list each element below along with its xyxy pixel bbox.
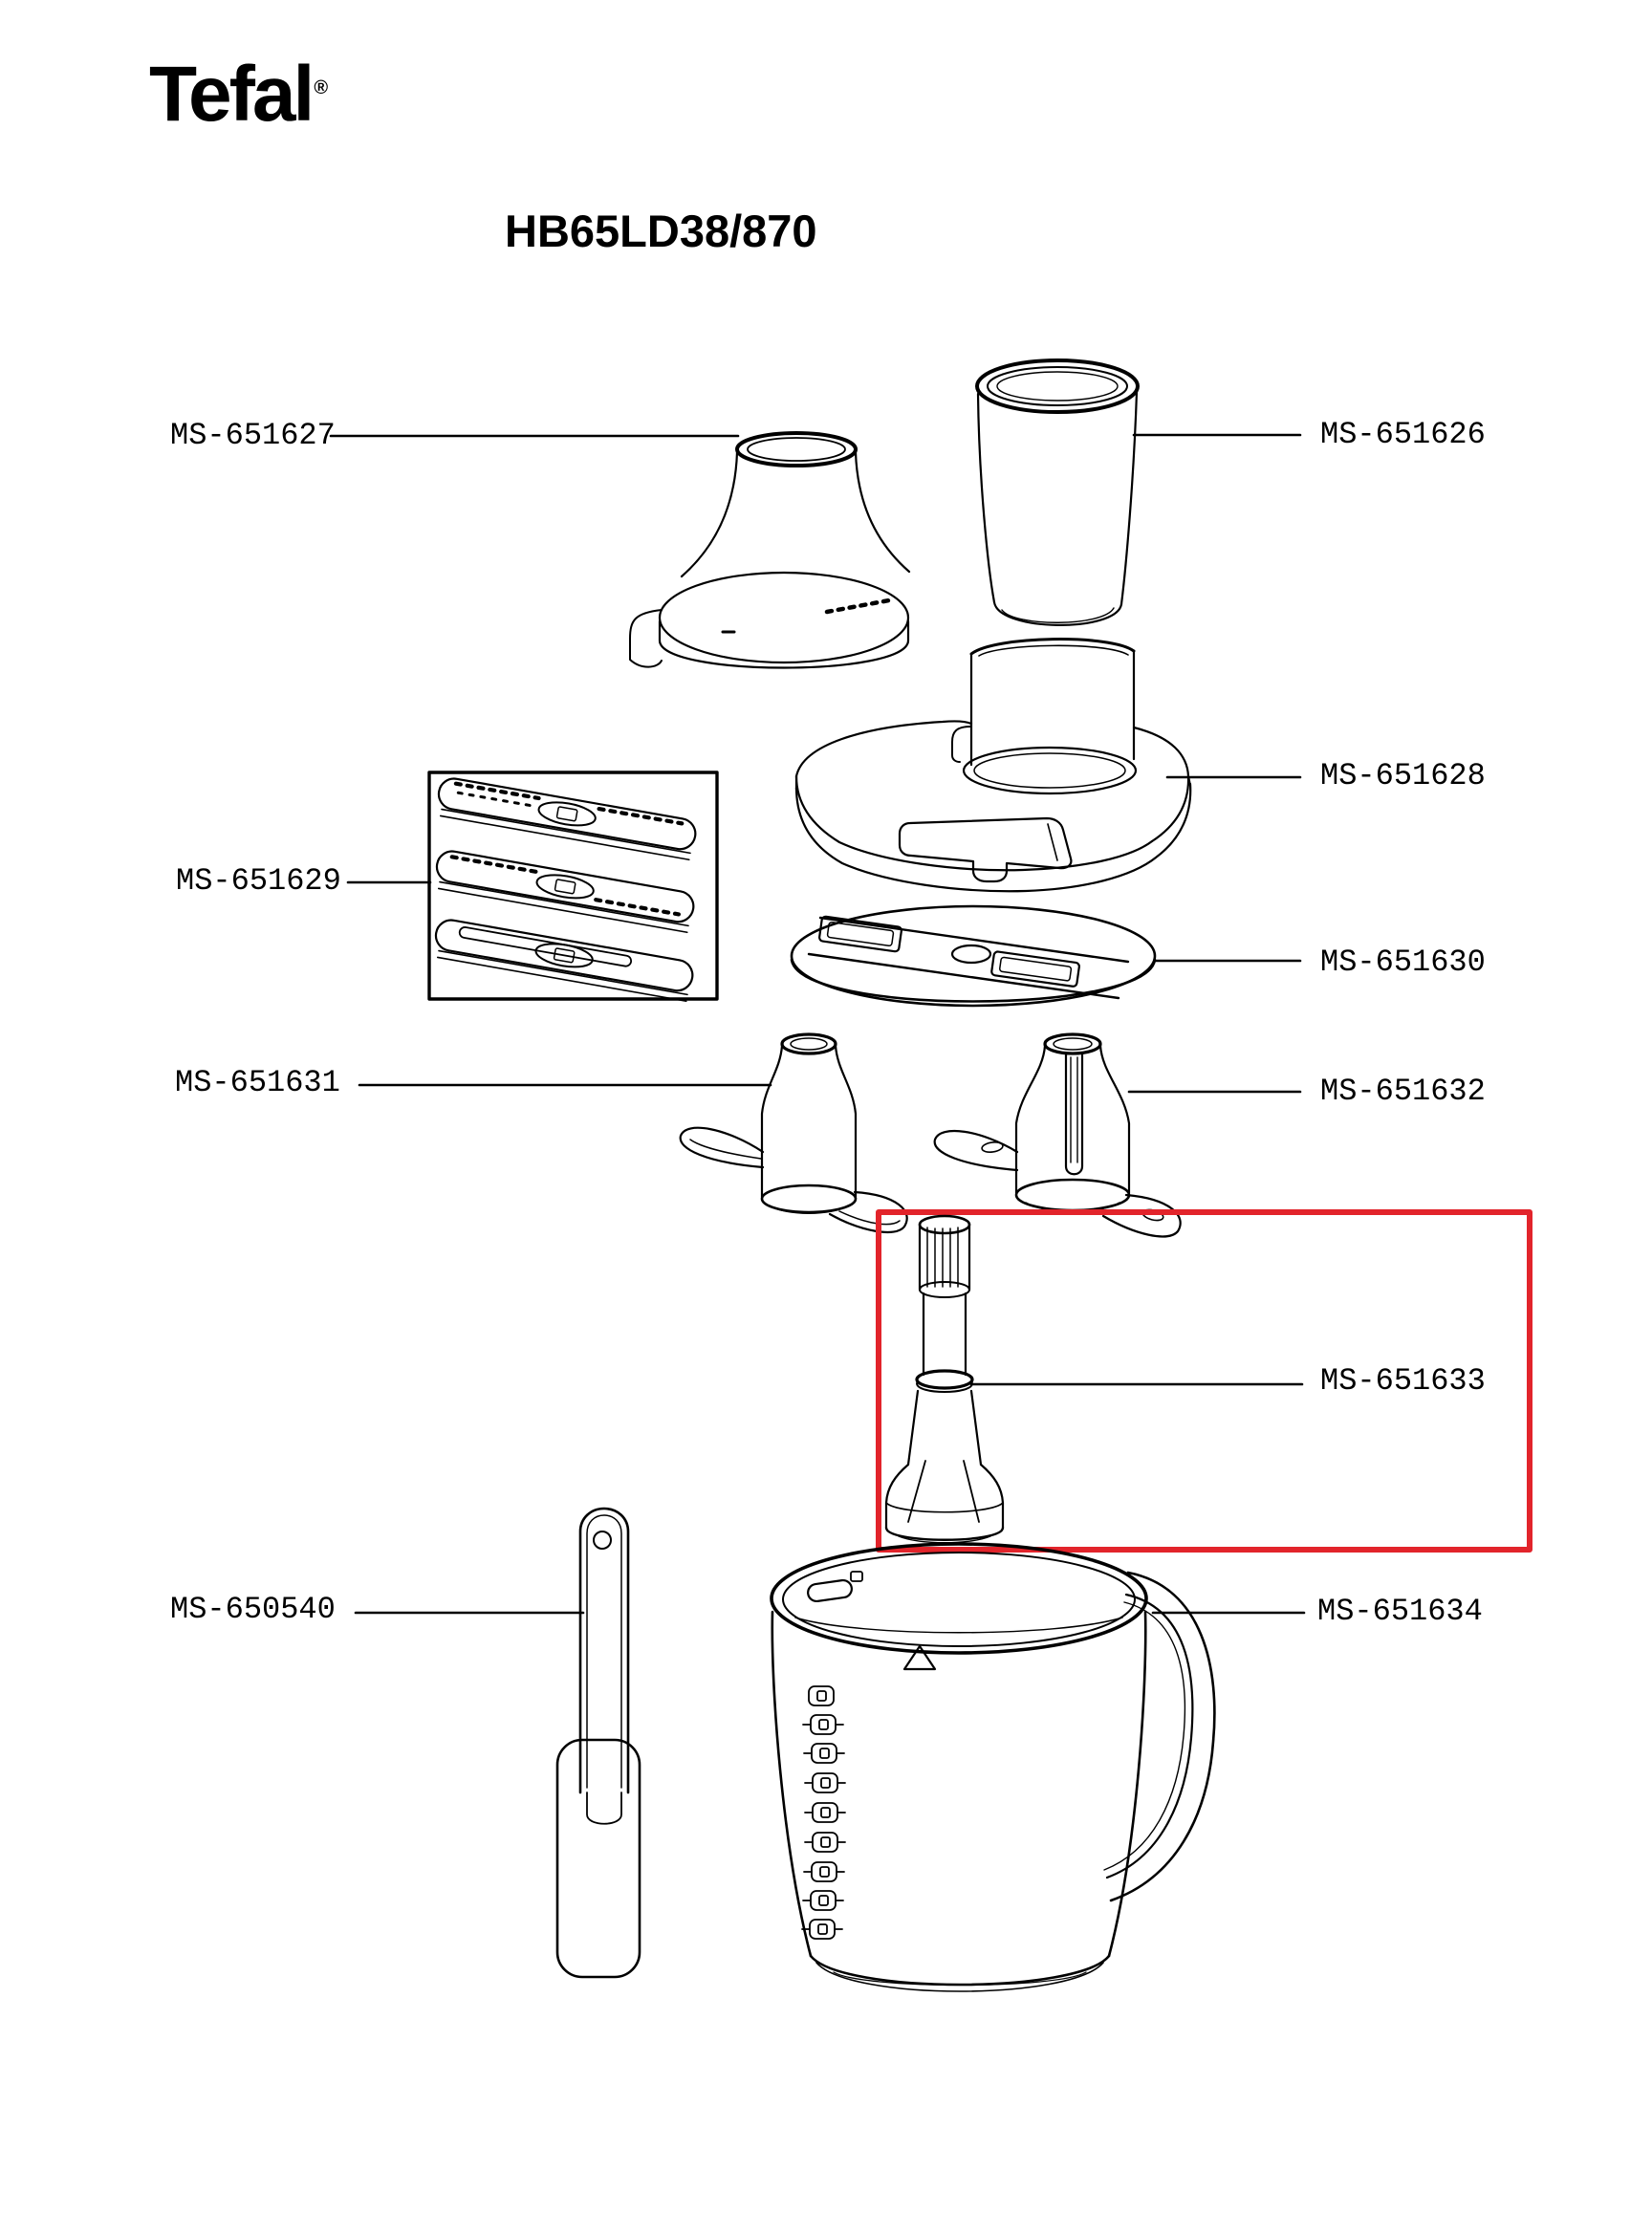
part-label-ms-651629: MS-651629 — [176, 863, 341, 899]
part-label-ms-651633: MS-651633 — [1320, 1363, 1486, 1399]
part-drawing-ms-651634 — [770, 1542, 1216, 1992]
highlight-box — [876, 1209, 1532, 1553]
part-drawing-ms-651630 — [790, 904, 1157, 1008]
tefal-logo: Tefal® — [149, 50, 328, 140]
part-drawing-ms-651633 — [884, 1214, 1005, 1544]
part-label-ms-651628: MS-651628 — [1320, 758, 1486, 793]
part-drawing-ms-650540 — [555, 1507, 641, 1979]
part-drawing-ms-651628 — [794, 638, 1192, 893]
registered-trademark-icon: ® — [314, 76, 329, 98]
part-label-ms-651626: MS-651626 — [1320, 417, 1486, 452]
part-drawing-ms-651626 — [975, 358, 1140, 626]
part-drawing-ms-651629 — [427, 771, 719, 1003]
part-label-ms-651634: MS-651634 — [1317, 1594, 1483, 1629]
part-label-ms-651627: MS-651627 — [170, 418, 336, 453]
part-label-ms-651632: MS-651632 — [1320, 1074, 1486, 1109]
part-drawing-ms-651627 — [629, 431, 911, 669]
brand-wordmark: Tefal — [149, 51, 315, 138]
part-drawing-ms-651631 — [679, 1032, 908, 1233]
part-label-ms-651630: MS-651630 — [1320, 945, 1486, 980]
part-label-ms-651631: MS-651631 — [175, 1065, 340, 1100]
part-drawing-ms-651632 — [933, 1032, 1182, 1238]
measurement-scale — [801, 1685, 846, 1940]
part-label-ms-650540: MS-650540 — [170, 1592, 336, 1627]
leader-lines — [329, 433, 1306, 1615]
page-title: HB65LD38/870 — [505, 206, 817, 256]
